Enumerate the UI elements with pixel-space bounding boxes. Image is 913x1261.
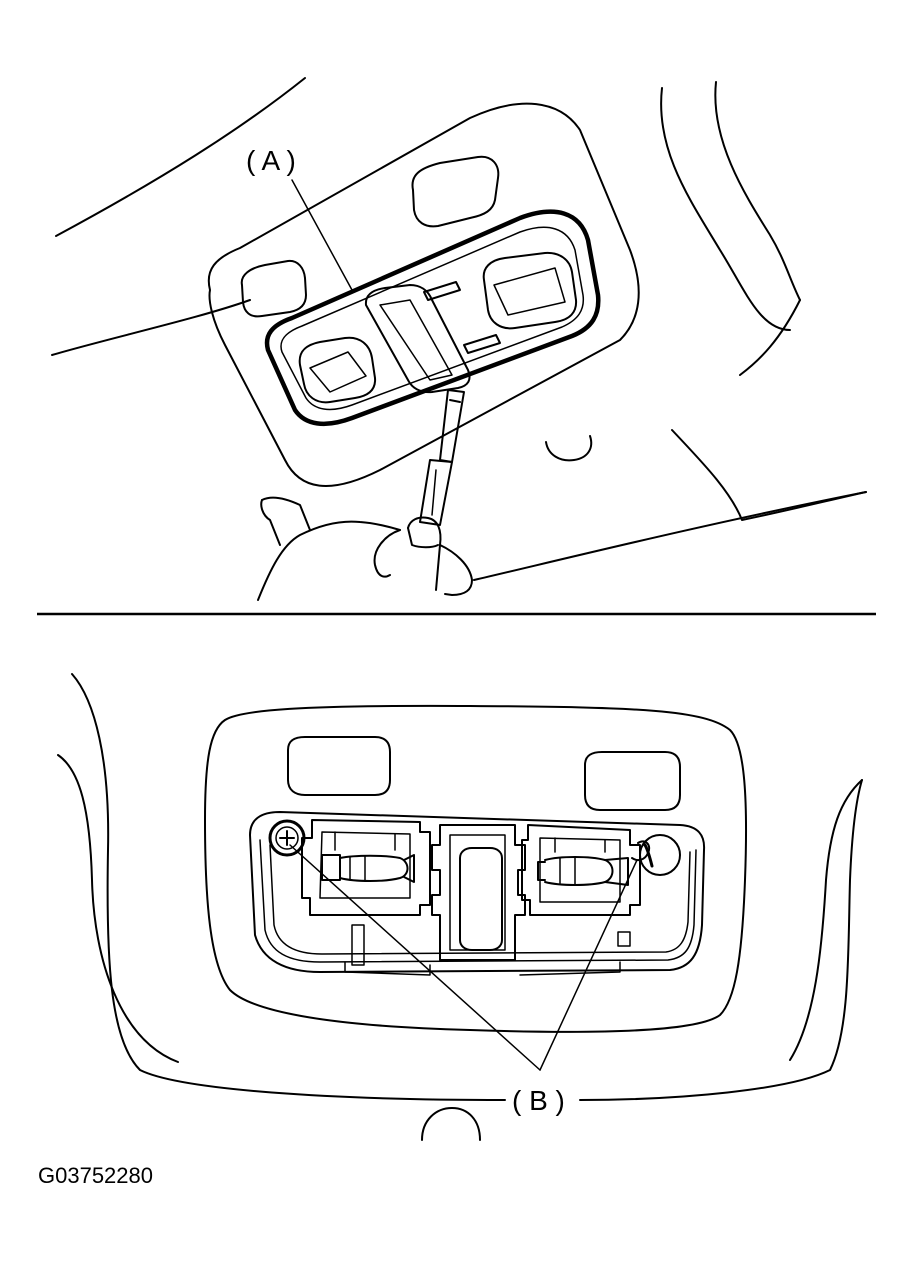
right-bulb-icon[interactable]: [537, 856, 629, 886]
leader-line-b-left: [289, 844, 541, 1071]
center-lens-bracket: [431, 824, 526, 961]
figure-code: G03752280: [38, 1163, 153, 1188]
sunroof-edge: [671, 429, 867, 521]
sunroof-switch-recess: [545, 435, 593, 462]
lamp-housing: [249, 811, 706, 973]
top-panel-removal-view: ( A ): [51, 77, 867, 601]
lamp-lens-a[interactable]: [264, 209, 601, 426]
headliner-right-curve-2: [714, 81, 801, 301]
housing-bottom-rail: [344, 961, 621, 976]
center-dome-switch-inner: [379, 299, 453, 381]
lamp-housing-inner-2: [269, 844, 691, 955]
indicator-slot-upper: [423, 281, 461, 301]
leader-line-a: [291, 179, 353, 291]
headliner-edge-lower: [51, 299, 251, 356]
right-bulb-bracket: [521, 824, 641, 916]
headliner-outline-outer: [71, 673, 863, 1101]
headliner-edge-upper: [55, 77, 306, 237]
housing-tab-right: [617, 931, 631, 947]
console-bezel: [204, 704, 748, 1033]
screwdriver-icon: [419, 389, 465, 526]
screw-left-icon[interactable]: [268, 819, 306, 857]
left-map-switch[interactable]: [298, 336, 377, 404]
headliner-outline-right: [789, 779, 863, 1061]
indicator-slot-lower: [463, 334, 501, 354]
bottom-panel-bulb-view: ( B ): [57, 673, 863, 1141]
console-bezel-outer: [207, 102, 640, 487]
housing-tab-left: [351, 924, 365, 966]
label-b: ( B ): [512, 1085, 565, 1116]
headliner-outline-inner: [57, 754, 179, 1063]
headliner-right-edge: [739, 299, 801, 376]
center-dome-switch[interactable]: [364, 284, 471, 394]
leader-line-b-right: [539, 859, 638, 1071]
upper-lens-top: [411, 155, 500, 228]
upper-lens-left: [287, 736, 391, 796]
upper-lens-right: [584, 751, 681, 811]
label-a: ( A ): [246, 145, 296, 176]
right-map-switch[interactable]: [482, 251, 578, 330]
left-bulb-icon[interactable]: [321, 854, 415, 883]
hand-icon: [257, 491, 867, 601]
lamp-housing-inner-1: [259, 839, 697, 963]
upper-lens-left: [240, 259, 307, 318]
lower-dome-light: [421, 1107, 481, 1141]
right-map-switch-inner: [493, 267, 566, 316]
lamp-lens-a-inner: [280, 226, 585, 411]
left-bulb-bracket: [301, 819, 431, 916]
left-map-switch-inner: [309, 351, 367, 393]
headliner-right-curve-1: [660, 87, 791, 331]
